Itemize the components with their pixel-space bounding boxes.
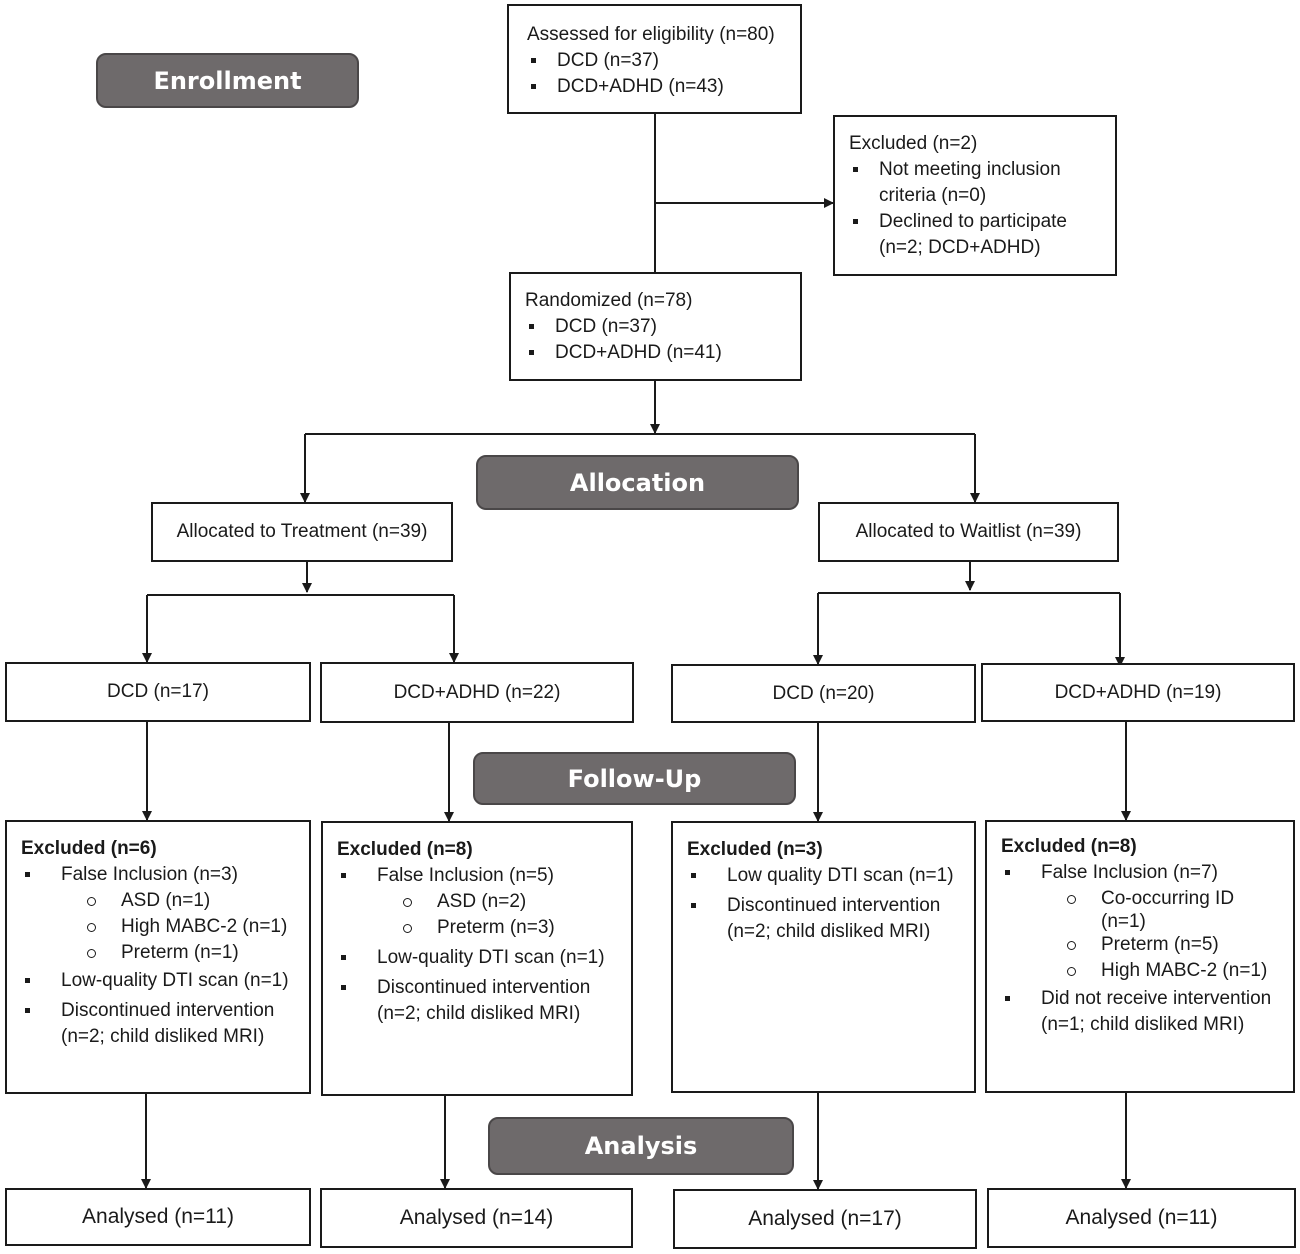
false-inclusion-label: False Inclusion (n=3): [61, 864, 238, 885]
group-waitlist-dcd: DCD (n=20): [671, 664, 976, 723]
sub-reason: ASD (n=2): [377, 889, 631, 915]
group-treatment-dcd-adhd: DCD+ADHD (n=22): [320, 662, 634, 723]
item-line: Did not receive intervention: [1041, 988, 1272, 1009]
discontinued-item: Discontinued intervention (n=2; child di…: [687, 893, 974, 945]
sub-reason: High MABC-2 (n=1): [61, 914, 309, 940]
low-quality-item: Low-quality DTI scan (n=1): [337, 945, 631, 971]
item-line: Co-occurring ID: [1101, 888, 1235, 909]
assessed-item: DCD (n=37): [527, 48, 800, 74]
low-quality-item: Low-quality DTI scan (n=1): [21, 968, 309, 994]
followup-excluded-title: Excluded (n=3): [687, 839, 823, 860]
analysed-box-2: Analysed (n=14): [320, 1188, 633, 1248]
assessed-item: DCD+ADHD (n=43): [527, 74, 800, 100]
sub-reason: Preterm (n=1): [61, 940, 309, 966]
followup-excluded-box-4: Excluded (n=8) False Inclusion (n=7) Co-…: [985, 820, 1295, 1093]
excluded-enrollment-item: Declined to participate (n=2; DCD+ADHD): [849, 209, 1115, 261]
randomized-box: Randomized (n=78) DCD (n=37) DCD+ADHD (n…: [509, 272, 802, 381]
analysed-box-1: Analysed (n=11): [5, 1188, 311, 1246]
item-line: (n=2; child disliked MRI): [727, 921, 931, 942]
sub-reason: ASD (n=1): [61, 888, 309, 914]
discontinued-item: Discontinued intervention (n=2; child di…: [21, 998, 309, 1050]
item-line: Not meeting inclusion: [879, 159, 1061, 180]
analysed-box-3: Analysed (n=17): [673, 1189, 977, 1249]
excluded-enrollment-box: Excluded (n=2) Not meeting inclusion cri…: [833, 115, 1117, 276]
randomized-item: DCD (n=37): [525, 314, 800, 340]
false-inclusion-item: False Inclusion (n=3) ASD (n=1) High MAB…: [21, 862, 309, 966]
item-line: Discontinued intervention: [61, 1000, 275, 1021]
sub-reason: Preterm (n=5): [1041, 932, 1293, 958]
sub-reason: Preterm (n=3): [377, 915, 631, 941]
item-line: criteria (n=0): [879, 185, 987, 206]
followup-excluded-title: Excluded (n=8): [1001, 836, 1137, 857]
allocated-waitlist-box: Allocated to Waitlist (n=39): [818, 502, 1119, 562]
stage-allocation: Allocation: [476, 455, 799, 510]
stage-analysis: Analysis: [488, 1117, 794, 1175]
false-inclusion-label: False Inclusion (n=7): [1041, 862, 1218, 883]
analysed-box-4: Analysed (n=11): [987, 1188, 1296, 1248]
did-not-receive-item: Did not receive intervention (n=1; child…: [1001, 986, 1293, 1038]
item-line: (n=2; child disliked MRI): [377, 1003, 581, 1024]
sub-reason: Co-occurring ID (n=1): [1041, 886, 1293, 932]
followup-excluded-box-1: Excluded (n=6) False Inclusion (n=3) ASD…: [5, 820, 311, 1094]
discontinued-item: Discontinued intervention (n=2; child di…: [337, 975, 631, 1027]
stage-enrollment: Enrollment: [96, 53, 359, 108]
false-inclusion-item: False Inclusion (n=5) ASD (n=2) Preterm …: [337, 863, 631, 941]
excluded-enrollment-item: Not meeting inclusion criteria (n=0): [849, 157, 1115, 209]
item-line: (n=1; child disliked MRI): [1041, 1014, 1245, 1035]
false-inclusion-label: False Inclusion (n=5): [377, 865, 554, 886]
item-line: (n=2; child disliked MRI): [61, 1026, 265, 1047]
followup-excluded-title: Excluded (n=8): [337, 839, 473, 860]
randomized-title: Randomized (n=78): [525, 290, 693, 311]
assessed-box: Assessed for eligibility (n=80) DCD (n=3…: [507, 4, 802, 114]
item-line: Declined to participate: [879, 211, 1067, 232]
item-line: Discontinued intervention: [727, 895, 941, 916]
item-line: (n=1): [1101, 911, 1146, 932]
group-treatment-dcd: DCD (n=17): [5, 662, 311, 722]
allocated-treatment-box: Allocated to Treatment (n=39): [151, 502, 453, 562]
group-waitlist-dcd-adhd: DCD+ADHD (n=19): [981, 663, 1295, 722]
randomized-item: DCD+ADHD (n=41): [525, 340, 800, 366]
assessed-title: Assessed for eligibility (n=80): [527, 24, 775, 45]
stage-follow-up: Follow-Up: [473, 752, 796, 805]
followup-excluded-box-2: Excluded (n=8) False Inclusion (n=5) ASD…: [321, 821, 633, 1096]
low-quality-item: Low quality DTI scan (n=1): [687, 863, 974, 889]
followup-excluded-box-3: Excluded (n=3) Low quality DTI scan (n=1…: [671, 821, 976, 1093]
followup-excluded-title: Excluded (n=6): [21, 838, 157, 859]
item-line: Discontinued intervention: [377, 977, 591, 998]
item-line: (n=2; DCD+ADHD): [879, 237, 1041, 258]
excluded-enrollment-title: Excluded (n=2): [849, 133, 978, 154]
false-inclusion-item: False Inclusion (n=7) Co-occurring ID (n…: [1001, 860, 1293, 984]
sub-reason: High MABC-2 (n=1): [1041, 958, 1293, 984]
